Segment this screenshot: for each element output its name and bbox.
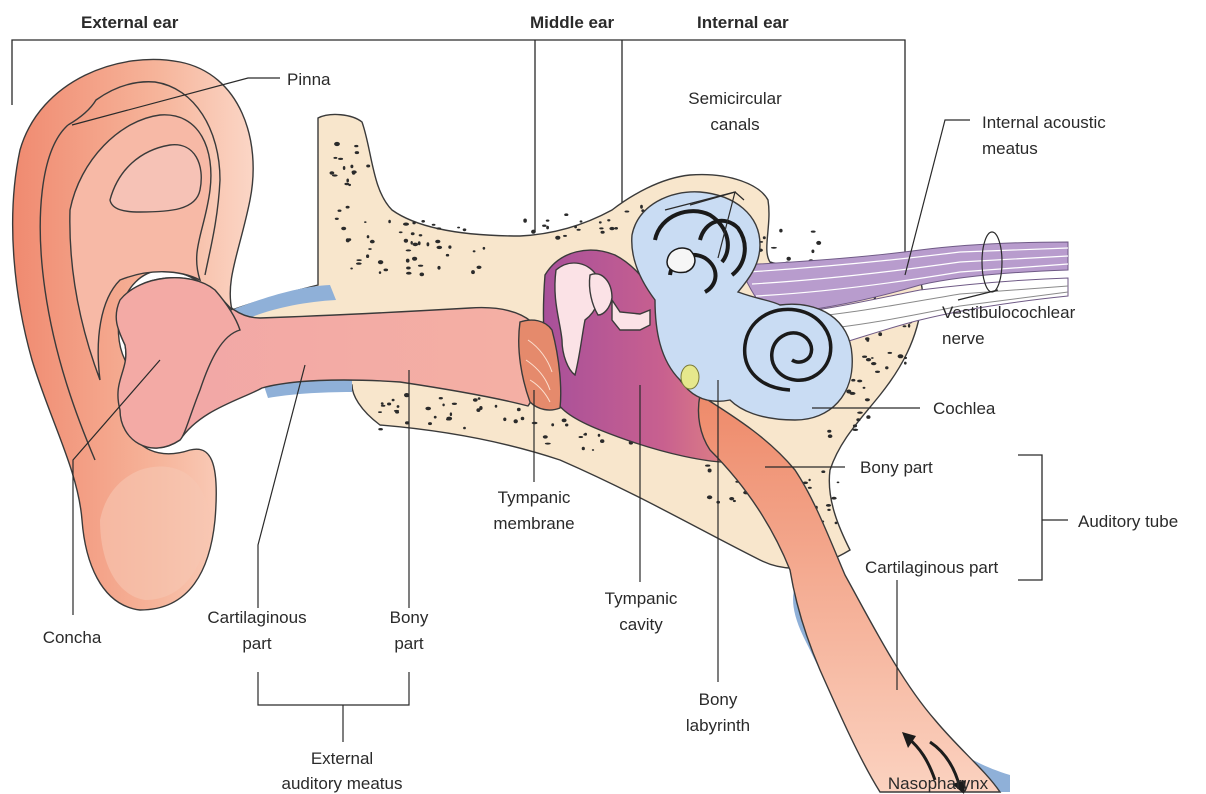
semicircular-canals-label-1: Semicircular — [688, 89, 782, 108]
external-auditory-meatus-label-1: External — [311, 749, 373, 768]
semicircular-canals-label-2: canals — [710, 115, 759, 134]
external-auditory-meatus-label-2: auditory meatus — [282, 774, 403, 793]
middle-ear-header: Middle ear — [530, 13, 614, 32]
concha-label: Concha — [43, 628, 102, 647]
pinna-label: Pinna — [287, 70, 331, 89]
tympanic-membrane-label-1: Tympanic — [498, 488, 571, 507]
vestibulocochlear-nerve-label-2: nerve — [942, 329, 985, 348]
cartilaginous-part-tube-label: Cartilaginous part — [865, 558, 999, 577]
cochlea-label: Cochlea — [933, 399, 996, 418]
external-ear-header: External ear — [81, 13, 179, 32]
cartilaginous-part-meatus-label-1: Cartilaginous — [207, 608, 306, 627]
bony-part-tube-label: Bony part — [860, 458, 933, 477]
vestibulocochlear-nerve-label-1: Vestibulocochlear — [942, 303, 1076, 322]
auditory-tube-label: Auditory tube — [1078, 512, 1178, 531]
bony-part-meatus-label-2: part — [394, 634, 424, 653]
bony-labyrinth-label-2: labyrinth — [686, 716, 750, 735]
internal-acoustic-meatus-label-1: Internal acoustic — [982, 113, 1106, 132]
internal-ear-header: Internal ear — [697, 13, 789, 32]
internal-acoustic-meatus-label-2: meatus — [982, 139, 1038, 158]
tympanic-cavity-label-2: cavity — [619, 615, 663, 634]
bony-labyrinth-label-1: Bony — [699, 690, 738, 709]
tympanic-membrane-label-2: membrane — [493, 514, 574, 533]
pinna — [13, 59, 253, 610]
tympanic-cavity-label-1: Tympanic — [605, 589, 678, 608]
bony-part-meatus-label-1: Bony — [390, 608, 429, 627]
nasopharynx-label: Nasopharynx — [888, 774, 989, 793]
cartilaginous-part-meatus-label-2: part — [242, 634, 272, 653]
